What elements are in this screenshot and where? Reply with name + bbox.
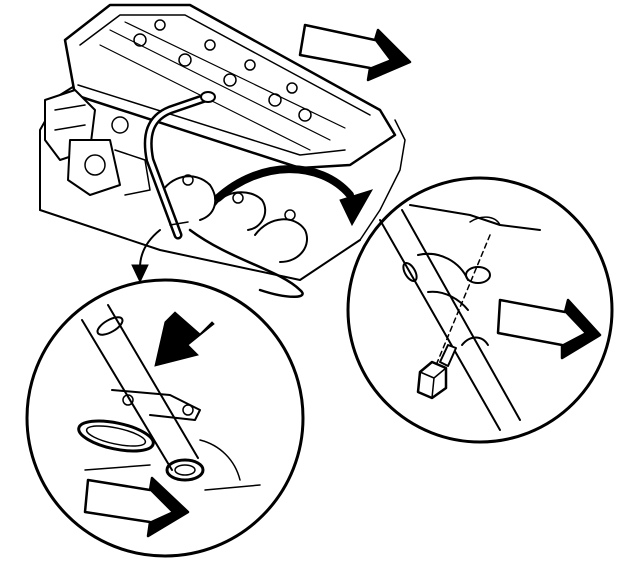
valve-cover: [63, 3, 397, 170]
detail-view-dipstick-tube-seal: [25, 278, 305, 558]
curved-arrow-icon: [131, 229, 161, 284]
bolt-icon: [416, 234, 491, 400]
detail-view-bracket-bolt: [346, 176, 614, 444]
engine-assembly: [39, 3, 406, 298]
block-arrow-right-icon: [83, 476, 190, 538]
solid-arrow-icon: [154, 311, 215, 367]
block-arrow-right-icon: [496, 298, 602, 360]
engine-front-accessories: [44, 89, 151, 196]
oil-dipstick-tube: [143, 91, 216, 240]
block-arrow-right-icon: [298, 23, 412, 82]
curved-arrow-icon: [214, 165, 374, 227]
